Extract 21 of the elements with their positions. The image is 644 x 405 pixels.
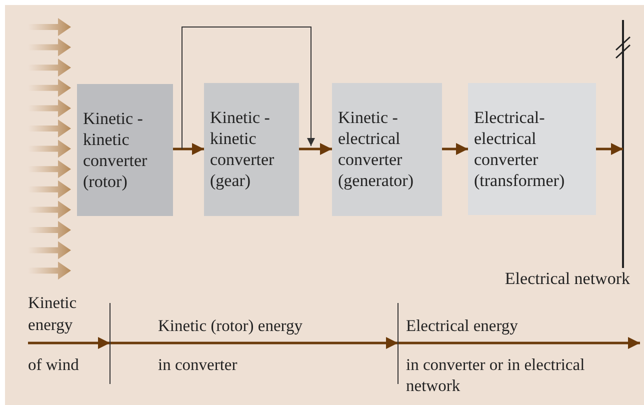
converter-box (204, 83, 299, 216)
arrow (596, 143, 623, 155)
energy-label: in converter or in electrical network (406, 354, 586, 396)
box-text: Kinetic - kinetic converter (gear) (210, 107, 276, 191)
box-text: Kinetic - kinetic converter (rotor) (83, 108, 148, 192)
energy-label: Electrical energy (406, 315, 519, 336)
network-label: Electrical network (504, 268, 630, 289)
energy-label: Kinetic (rotor) energy (158, 315, 304, 336)
energy-label: of wind (28, 354, 80, 375)
arrow (173, 143, 204, 155)
arrow (182, 26, 315, 150)
bus-bar-line (613, 20, 633, 268)
energy-label: Kinetic energy (28, 292, 78, 336)
converter-box (468, 83, 596, 215)
arrow (299, 143, 332, 155)
box-text: Kinetic - electrical converter (generator) (338, 107, 415, 191)
converter-box (77, 84, 173, 216)
converter-box (332, 83, 442, 216)
arrow (442, 143, 468, 155)
box-text: Electrical- electrical converter (transformer) (474, 107, 566, 191)
energy-label: in converter (158, 354, 238, 375)
